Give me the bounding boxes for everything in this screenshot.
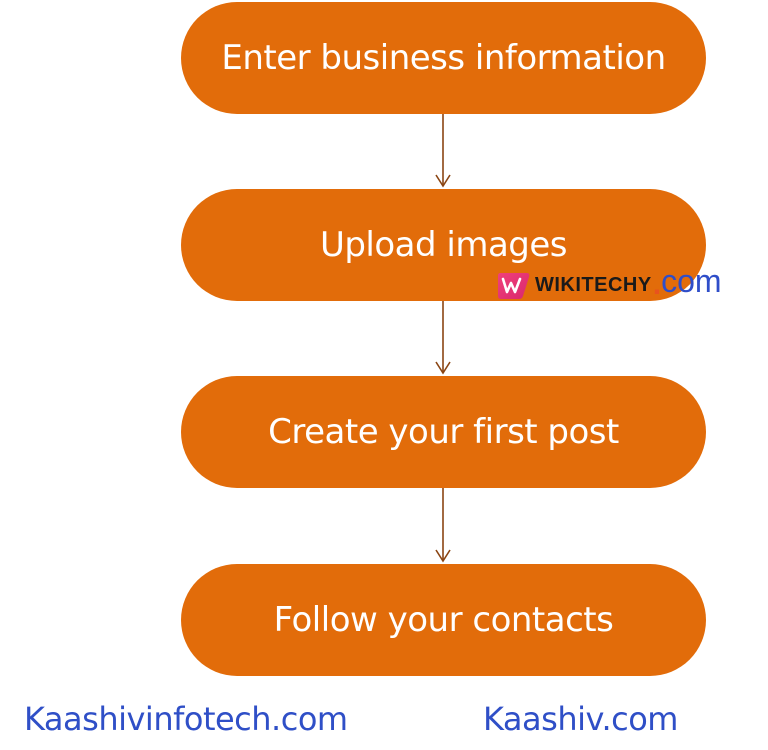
step-label: Upload images <box>319 225 568 265</box>
step-enter-business-information: Enter business information <box>181 2 706 114</box>
watermark-tld: com <box>661 262 722 299</box>
kaashivinfotech-link[interactable]: Kaashivinfotech.com <box>24 700 348 738</box>
arrowhead-1-2 <box>435 174 451 188</box>
step-label: Create your first post <box>268 412 619 452</box>
arrowhead-2-3 <box>435 361 451 375</box>
wikitechy-logo-icon <box>498 273 530 299</box>
step-follow-contacts: Follow your contacts <box>181 564 706 676</box>
step-label: Enter business information <box>221 38 666 78</box>
step-label: Follow your contacts <box>273 600 614 640</box>
arrowhead-3-4 <box>435 549 451 563</box>
watermark-dot: . <box>652 268 662 301</box>
wikitechy-watermark: WIKITECHY . com <box>497 262 722 305</box>
step-create-first-post: Create your first post <box>181 376 706 488</box>
kaashiv-link[interactable]: Kaashiv.com <box>483 700 678 738</box>
step-upload-images: Upload images <box>181 189 706 301</box>
watermark-brand: WIKITECHY <box>535 273 652 296</box>
